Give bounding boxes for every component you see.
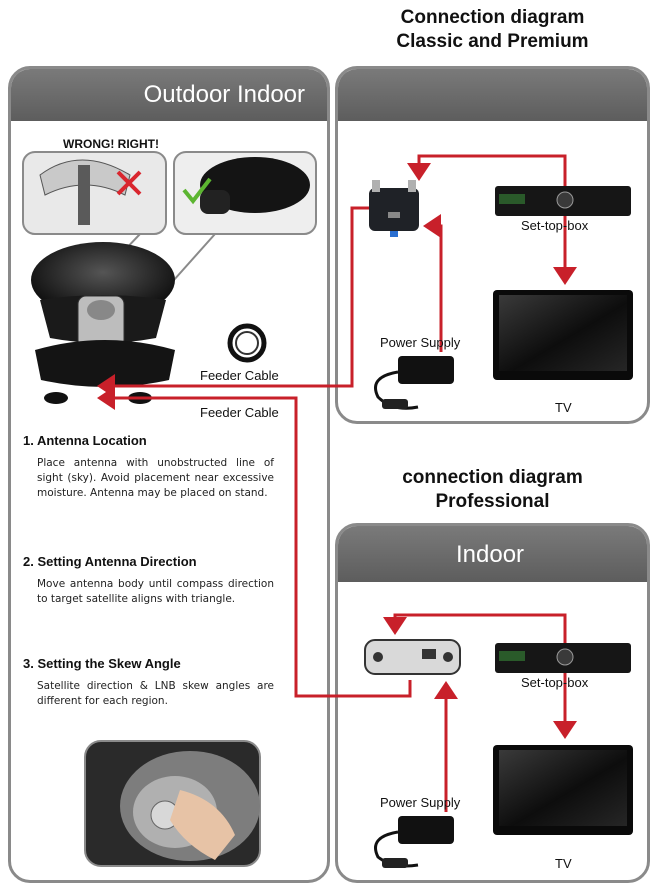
- professional-tv-label: TV: [555, 856, 572, 871]
- step-2-title: 2. Setting Antenna Direction: [23, 554, 197, 569]
- step-2-body: Move antenna body until compass directio…: [37, 578, 274, 605]
- arrow-stb-to-receiver: [383, 613, 567, 643]
- arrow-power-to-lnb: [423, 214, 443, 352]
- connection-arrows: [97, 154, 577, 812]
- wrong-right-insets: [22, 151, 317, 291]
- professional-panel: Indoor: [335, 523, 650, 883]
- antenna-illustration: [31, 242, 175, 404]
- set-top-box-classic: [495, 186, 631, 216]
- wrong-right-label: WRONG! RIGHT!: [63, 137, 159, 151]
- power-supply-classic: [374, 356, 454, 410]
- lnb-device: [369, 180, 419, 237]
- classic-panel-header: [338, 69, 647, 121]
- classic-set-top-box-label: Set-top-box: [521, 218, 589, 233]
- arrow-feeder-cable-2: [97, 386, 412, 698]
- step-3-body: Satellite direction & LNB skew angles ar…: [37, 680, 274, 707]
- left-panel-header: Outdoor Indoor: [11, 69, 327, 121]
- heading-professional: connection diagram Professional: [402, 467, 583, 512]
- professional-panel-title: Indoor: [456, 541, 525, 568]
- left-panel-title: Outdoor Indoor: [143, 81, 305, 108]
- classic-power-supply-label: Power Supply: [380, 335, 461, 350]
- step-3-title: 3. Setting the Skew Angle: [23, 656, 181, 671]
- classic-tv-label: TV: [555, 400, 572, 415]
- power-supply-professional: [374, 816, 454, 868]
- feeder-cable-coil: [227, 323, 267, 363]
- feeder-cable-label-2: Feeder Cable: [200, 405, 279, 420]
- arrow-feeder-cable-1: [97, 206, 369, 398]
- professional-power-supply-label: Power Supply: [380, 795, 461, 810]
- feeder-cable-label-1: Feeder Cable: [200, 368, 279, 383]
- receiver-module: [364, 639, 461, 675]
- tv-classic: [493, 290, 633, 380]
- step-1-body: Place antenna with unobstructed line of …: [37, 457, 274, 499]
- hand-photo: [84, 740, 261, 867]
- set-top-box-professional: [495, 643, 631, 673]
- professional-set-top-box-label: Set-top-box: [521, 675, 589, 690]
- professional-panel-header: Indoor: [338, 526, 647, 582]
- heading-classic-premium: Connection diagram Classic and Premium: [396, 7, 589, 52]
- step-1-title: 1. Antenna Location: [23, 433, 147, 448]
- tv-professional: [493, 745, 633, 835]
- arrow-stb-to-lnb: [407, 154, 567, 186]
